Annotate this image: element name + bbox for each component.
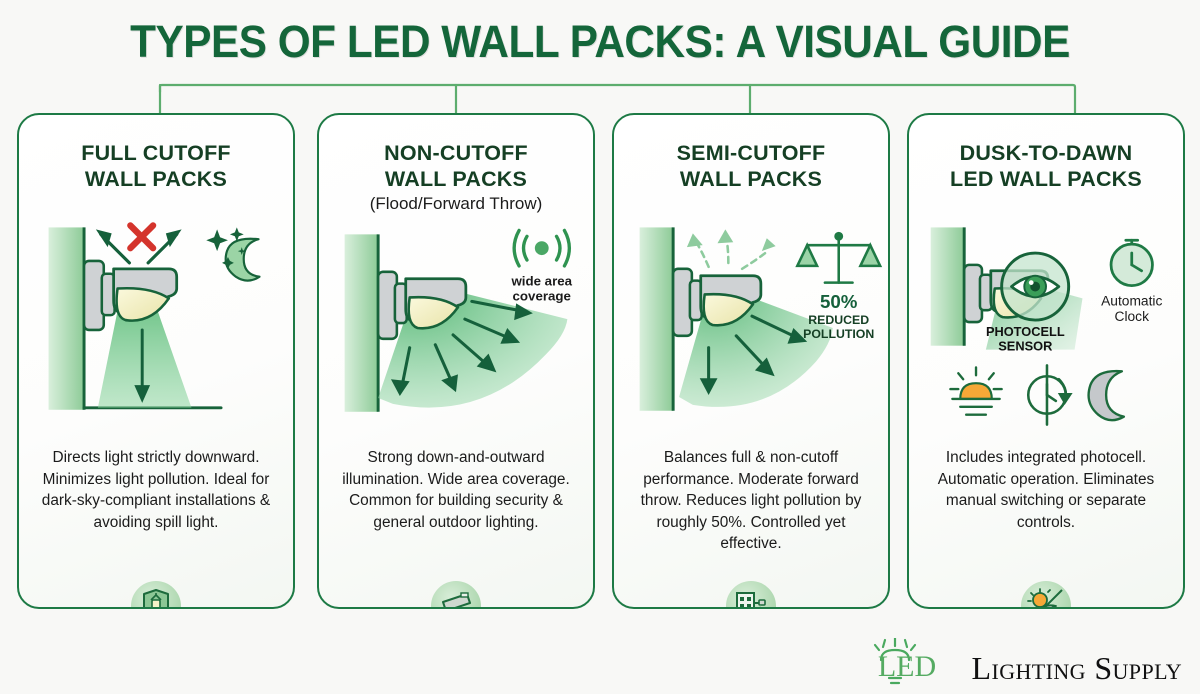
- logo-mark: LED: [877, 650, 935, 683]
- moon-stars-icon: [206, 227, 261, 282]
- broadcast-waves-icon: [512, 228, 572, 268]
- sun-moon-icon: [1021, 581, 1071, 607]
- semi-cutoff-diagram: 50% REDUCED POLLUTION: [639, 227, 883, 411]
- wall-surface: [639, 227, 674, 411]
- card-body: Strong down-and-outward illumination. Wi…: [342, 449, 570, 531]
- non-cutoff-diagram: wide area coverage: [344, 228, 573, 412]
- card-title: NON-CUTOFF WALL PACKS: [384, 141, 528, 191]
- logo-wordmark: Lighting Supply: [971, 650, 1182, 686]
- blocked-up-arrows: [95, 229, 182, 265]
- wall-pack-fixture: [376, 270, 468, 341]
- dusk-to-dawn-diagram: PHOTOCELL SENSOR Automatic Clock: [930, 227, 1162, 426]
- spread-arrows: [390, 299, 533, 397]
- wall-surface: [344, 234, 379, 412]
- card-header: FULL CUTOFF WALL PACKS: [19, 140, 293, 192]
- sensor-label-line1: PHOTOCELL: [986, 324, 1065, 339]
- stat-label-line1: REDUCED: [808, 313, 869, 327]
- sensor-label-line2: SENSOR: [998, 339, 1052, 354]
- footer-logo[interactable]: LED Lighting Supply: [855, 638, 1182, 686]
- bulb-rays-icon: LED: [873, 638, 936, 685]
- coverage-label-line1: wide area: [510, 274, 572, 289]
- card-title: DUSK-TO-DAWN LED WALL PACKS: [950, 141, 1142, 191]
- red-x-icon: [127, 222, 157, 252]
- clock-label-line1: Automatic: [1101, 293, 1162, 308]
- sunrise-icon: [949, 366, 1003, 416]
- dashed-arrow-heads: [686, 229, 776, 252]
- downward-arrows: [699, 314, 808, 395]
- eye-photocell-icon: [1000, 251, 1071, 322]
- shield-lantern-icon: [131, 581, 181, 607]
- card-header: DUSK-TO-DAWN LED WALL PACKS: [909, 140, 1183, 192]
- downward-arrow: [134, 328, 151, 403]
- lens: [115, 286, 171, 322]
- card-header: NON-CUTOFF WALL PACKS (Flood/Forward Thr…: [319, 140, 593, 215]
- page-title: TYPES OF LED WALL PACKS: A VISUAL GUIDE: [130, 16, 1070, 67]
- card-header: SEMI-CUTOFF WALL PACKS: [614, 140, 888, 192]
- building-light-icon: [726, 581, 776, 607]
- card-subtitle: (Flood/Forward Throw): [369, 194, 543, 213]
- card-body: Includes integrated photocell. Automatic…: [937, 449, 1155, 531]
- card-semi-cutoff[interactable]: SEMI-CUTOFF WALL PACKS: [612, 113, 890, 609]
- card-title: SEMI-CUTOFF WALL PACKS: [676, 141, 826, 191]
- stat-value: 50%: [820, 291, 858, 312]
- stat-label-line2: POLLUTION: [803, 327, 874, 341]
- connector-bracket: [158, 83, 1077, 115]
- card-dusk-to-dawn[interactable]: DUSK-TO-DAWN LED WALL PACKS: [907, 113, 1185, 609]
- clock-arrow-icon: [1026, 364, 1073, 426]
- full-cutoff-diagram: [48, 222, 261, 410]
- coverage-label-line2: coverage: [513, 288, 571, 303]
- card-title: FULL CUTOFF WALL PACKS: [81, 141, 231, 191]
- card-non-cutoff[interactable]: NON-CUTOFF WALL PACKS (Flood/Forward Thr…: [317, 113, 595, 609]
- wall-surface: [48, 227, 85, 410]
- lens: [702, 292, 755, 327]
- stopwatch-icon: [1109, 238, 1154, 287]
- card-full-cutoff[interactable]: FULL CUTOFF WALL PACKS: [17, 113, 295, 609]
- card-body: Directs light strictly downward. Minimiz…: [41, 449, 271, 531]
- card-body: Balances full & non-cutoff performance. …: [640, 449, 862, 552]
- clock-label-line2: Clock: [1115, 309, 1150, 324]
- wall-pack-fixture: [671, 267, 763, 338]
- moon-icon: [1087, 369, 1126, 422]
- wall-surface: [930, 227, 965, 346]
- security-camera-icon: [431, 581, 481, 607]
- wall-pack-fixture: [82, 259, 179, 332]
- balance-scale-icon: [795, 231, 883, 284]
- lens: [407, 295, 460, 330]
